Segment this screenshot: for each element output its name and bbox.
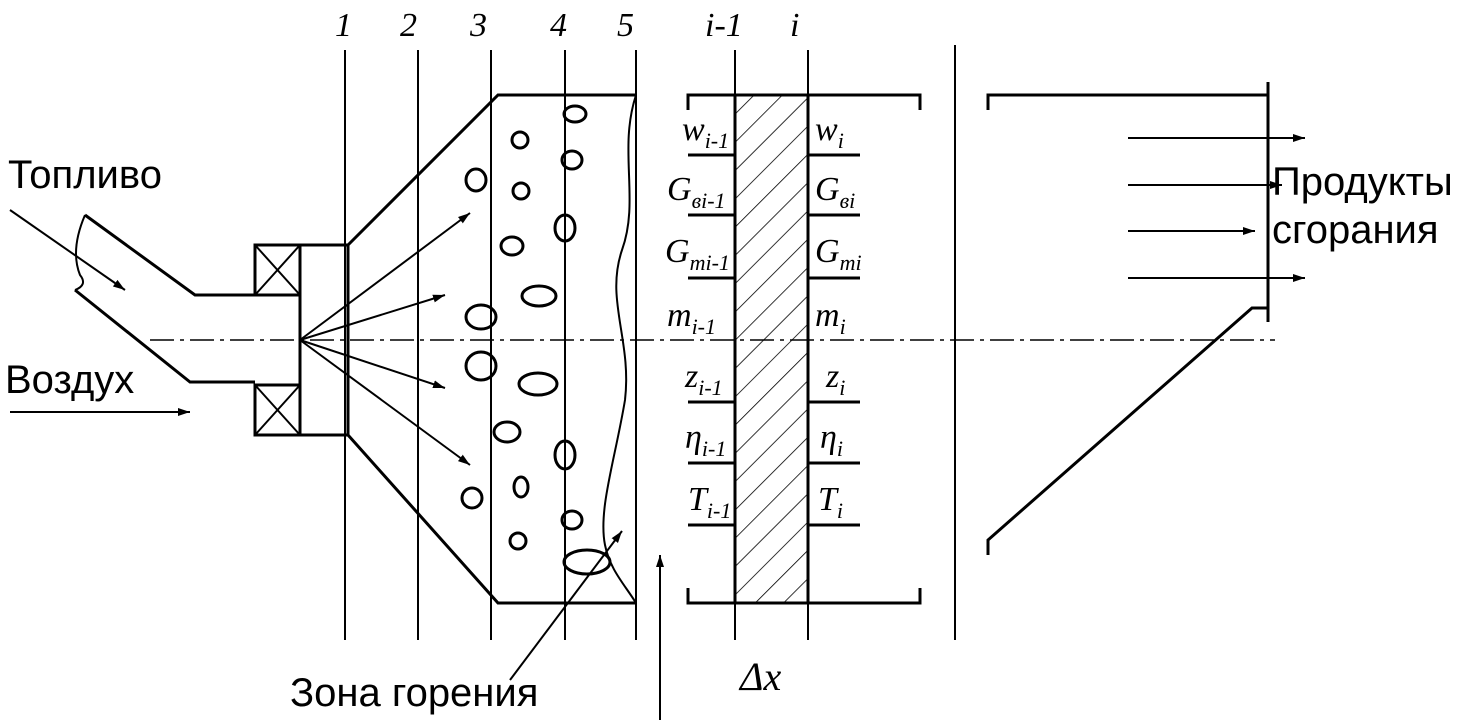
delta-x-label: Δx: [738, 654, 781, 699]
control-volume: [686, 93, 922, 605]
param-left-gv: Gвi-1: [667, 171, 726, 213]
section-label-cur: i: [790, 7, 799, 44]
param-left-gt: Gтi-1: [665, 233, 730, 275]
products-label-line2: сгорания: [1272, 208, 1439, 252]
section-label-2: 2: [400, 7, 417, 44]
param-left-eta: ηi-1: [685, 419, 726, 461]
combustion-zone-label: Зона горения: [290, 671, 538, 715]
param-right-z: zi: [825, 358, 845, 400]
section-label-1: 1: [335, 7, 352, 44]
param-right-gv: Gвi: [815, 171, 855, 213]
air-label: Воздух: [5, 358, 134, 402]
param-left-z: zi-1: [684, 358, 723, 400]
param-right-eta: ηi: [820, 419, 843, 461]
section-lines: [344, 45, 956, 640]
param-right-w: wi: [815, 111, 844, 153]
combustion-zone-pointer: [509, 530, 623, 681]
flame-front: [602, 94, 637, 604]
section-label-3: 3: [469, 7, 487, 44]
swirler: [253, 243, 350, 437]
section-label-4: 4: [550, 7, 567, 44]
spray-arrows: [299, 212, 471, 466]
flame-tube-walls: [346, 93, 636, 605]
parameter-ticks: [688, 153, 860, 527]
param-left-w: wi-1: [682, 111, 729, 153]
section-label-prev: i-1: [705, 7, 743, 44]
param-right-gt: Gтi: [815, 233, 862, 275]
products-label-line1: Продукты: [1272, 160, 1453, 204]
exit-section: [986, 82, 1270, 555]
param-left-t: Ti-1: [688, 481, 731, 523]
section-label-5: 5: [617, 7, 634, 44]
param-left-m: mi-1: [667, 297, 716, 339]
fuel-arrow: [9, 209, 126, 291]
exhaust-arrows: [1128, 134, 1305, 282]
param-right-m: mi: [815, 297, 846, 339]
param-right-t: Ti: [818, 481, 843, 523]
inlet-pipe: [74, 213, 255, 384]
fuel-droplets: [460, 104, 612, 576]
fuel-label: Топливо: [8, 153, 162, 197]
